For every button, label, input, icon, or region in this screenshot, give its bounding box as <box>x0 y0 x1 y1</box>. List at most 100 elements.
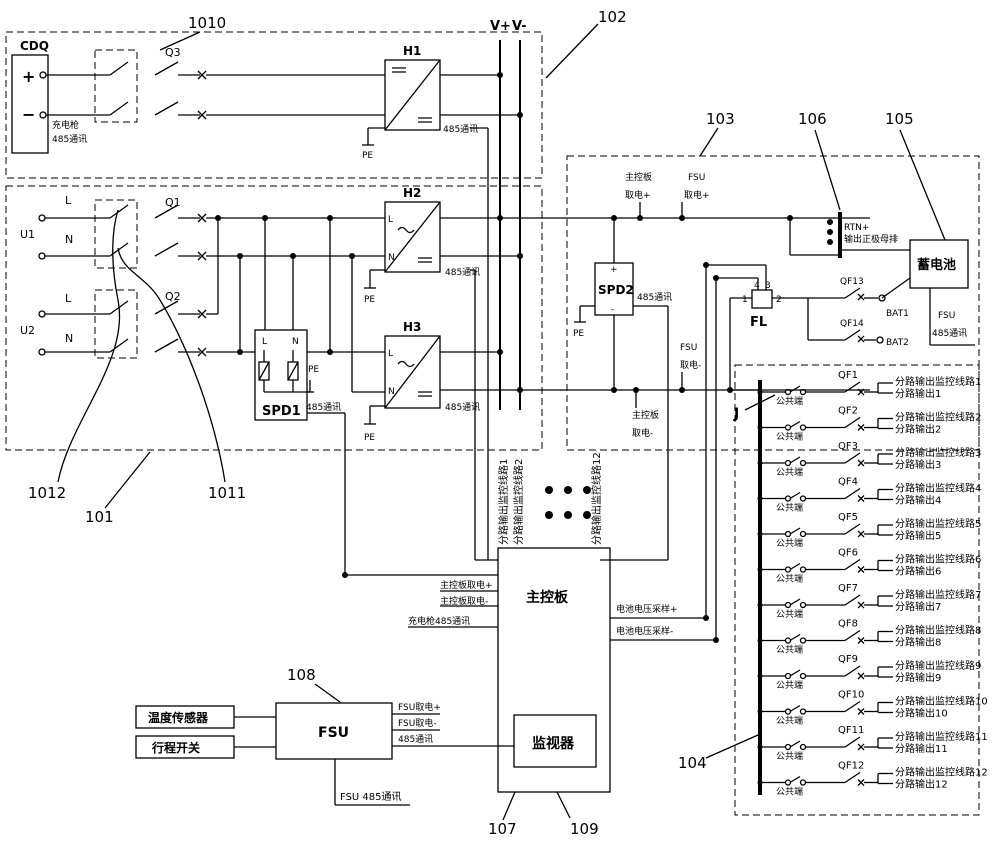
branch-output-label: 分路输出11 <box>895 742 948 755</box>
branch-monitor-label: 分路输出监控线路5 <box>895 517 981 530</box>
fl-pin-1: 1 <box>742 295 748 305</box>
module-h2-pin-l: L <box>388 215 393 225</box>
branch-monitor-label: 分路输出监控线路1 <box>895 375 981 388</box>
branch-qf-label: QF7 <box>838 583 858 594</box>
branch-monitor-label: 分路输出监控线路11 <box>895 730 988 743</box>
monitor-label: 监视器 <box>532 735 575 752</box>
branch-monitor-label: 分路输出监控线路10 <box>895 695 988 708</box>
spd2-comm: 485通讯 <box>637 292 672 303</box>
spd1-pin-l: L <box>262 337 267 347</box>
branch-monitor-label: 分路输出监控线路7 <box>895 588 981 601</box>
tap-main-plus-1: 主控板 <box>625 171 652 183</box>
branch-qf-label: QF9 <box>838 654 858 665</box>
region-charger <box>5 31 543 179</box>
branch-monitor-label: 分路输出监控线路2 <box>895 411 981 424</box>
fsu-title: FSU <box>318 725 349 741</box>
fl-label: FL <box>750 315 767 330</box>
branch-common-label: 公共端 <box>776 573 803 585</box>
ref-107: 107 <box>488 820 517 838</box>
charger-box <box>11 54 49 154</box>
branch-output-label: 分路输出2 <box>895 423 941 436</box>
battery-fsu-comm-2: 485通讯 <box>932 328 967 339</box>
ref-1012: 1012 <box>28 484 66 502</box>
branch-qf-label: QF11 <box>838 725 864 736</box>
fsu-pwr-plus: FSU取电+ <box>398 701 441 713</box>
fl-pin-2: 2 <box>776 295 782 305</box>
branch-output-label: 分路输出12 <box>895 778 948 791</box>
charger-title: CDQ <box>20 39 49 53</box>
battery-bat2: BAT2 <box>886 338 909 348</box>
switch-label-q2: Q2 <box>165 290 181 303</box>
branch-output-label: 分路输出9 <box>895 671 941 684</box>
spd1-pin-n: N <box>292 337 299 347</box>
module-h3-pin-l: L <box>388 349 393 359</box>
branch-monitor-label: 分路输出监控线路9 <box>895 659 981 672</box>
main-board-mon-2: 分路输出监控线路2 <box>512 459 525 545</box>
module-h3-pin-n: N <box>388 387 395 397</box>
module-h3-pe: PE <box>364 433 375 443</box>
branch-monitor-label: 分路输出监控线路4 <box>895 482 981 495</box>
tap-fsu-plus-2: 取电+ <box>684 189 710 201</box>
module-h2-comm: 485通讯 <box>445 267 480 278</box>
branch-common-label: 公共端 <box>776 750 803 762</box>
region-branches <box>734 364 980 816</box>
switch-region-q3 <box>94 49 138 123</box>
main-board-mon-1: 分路输出监控线路1 <box>497 459 510 545</box>
travel-switch-label: 行程开关 <box>151 740 200 755</box>
module-h3-comm: 485通讯 <box>445 402 480 413</box>
branch-monitor-label: 分路输出监控线路3 <box>895 446 981 459</box>
ref-103: 103 <box>706 110 735 128</box>
branch-qf-label: QF4 <box>838 477 858 488</box>
branch-output-label: 分路输出4 <box>895 494 941 507</box>
tap-fsu-plus-1: FSU <box>688 173 705 183</box>
tap-main-minus-1: 主控板 <box>632 409 659 421</box>
spd2-label: SPD2 <box>598 283 634 297</box>
module-h3-label: H3 <box>403 320 421 334</box>
tap-fsu-minus-1: FSU <box>680 343 697 353</box>
region-ac-input <box>5 185 543 451</box>
ref-109: 109 <box>570 820 599 838</box>
branch-common-label: 公共端 <box>776 466 803 478</box>
branch-common-label: 公共端 <box>776 786 803 798</box>
branch-common-label: 公共端 <box>776 431 803 443</box>
dc-bus-vplus: V+ <box>490 19 511 34</box>
battery-label: 蓄电池 <box>917 257 956 273</box>
spd2-minus: - <box>611 305 614 315</box>
dc-bus-vminus: V- <box>512 19 527 34</box>
fsu-comm: 485通讯 <box>398 734 433 745</box>
branch-common-label: 公共端 <box>776 537 803 549</box>
ref-1010: 1010 <box>188 14 226 32</box>
branch-qf-label: QF8 <box>838 619 858 630</box>
ref-102: 102 <box>598 8 627 26</box>
battery-qf14: QF14 <box>840 319 864 329</box>
monitor-box <box>513 714 597 768</box>
branch-output-label: 分路输出1 <box>895 387 941 400</box>
charger-plus: + <box>22 67 35 86</box>
tap-fsu-minus-2: 取电- <box>680 359 701 371</box>
switch-label-q3: Q3 <box>165 46 181 59</box>
branch-qf-label: QF12 <box>838 761 864 772</box>
main-board-in-power-minus: 主控板取电- <box>440 595 488 607</box>
branch-output-label: 分路输出6 <box>895 565 941 578</box>
branch-common-label: 公共端 <box>776 644 803 656</box>
branch-qf-label: QF1 <box>838 370 858 381</box>
ref-108: 108 <box>287 666 316 684</box>
branch-common-label: 公共端 <box>776 608 803 620</box>
tap-main-plus-2: 取电+ <box>625 189 651 201</box>
module-h1-comm: 485通讯 <box>443 124 478 135</box>
spd2-box <box>594 262 634 316</box>
module-h1-pe: PE <box>362 151 373 161</box>
fl-box <box>751 289 773 309</box>
branch-qf-label: QF2 <box>838 406 858 417</box>
branch-monitor-label: 分路输出监控线路12 <box>895 766 988 779</box>
branch-qf-label: QF10 <box>838 690 864 701</box>
branch-output-label: 分路输出8 <box>895 636 941 649</box>
ac-input-u1: U1 <box>20 228 35 241</box>
temp-sensor-label: 温度传感器 <box>148 710 209 725</box>
